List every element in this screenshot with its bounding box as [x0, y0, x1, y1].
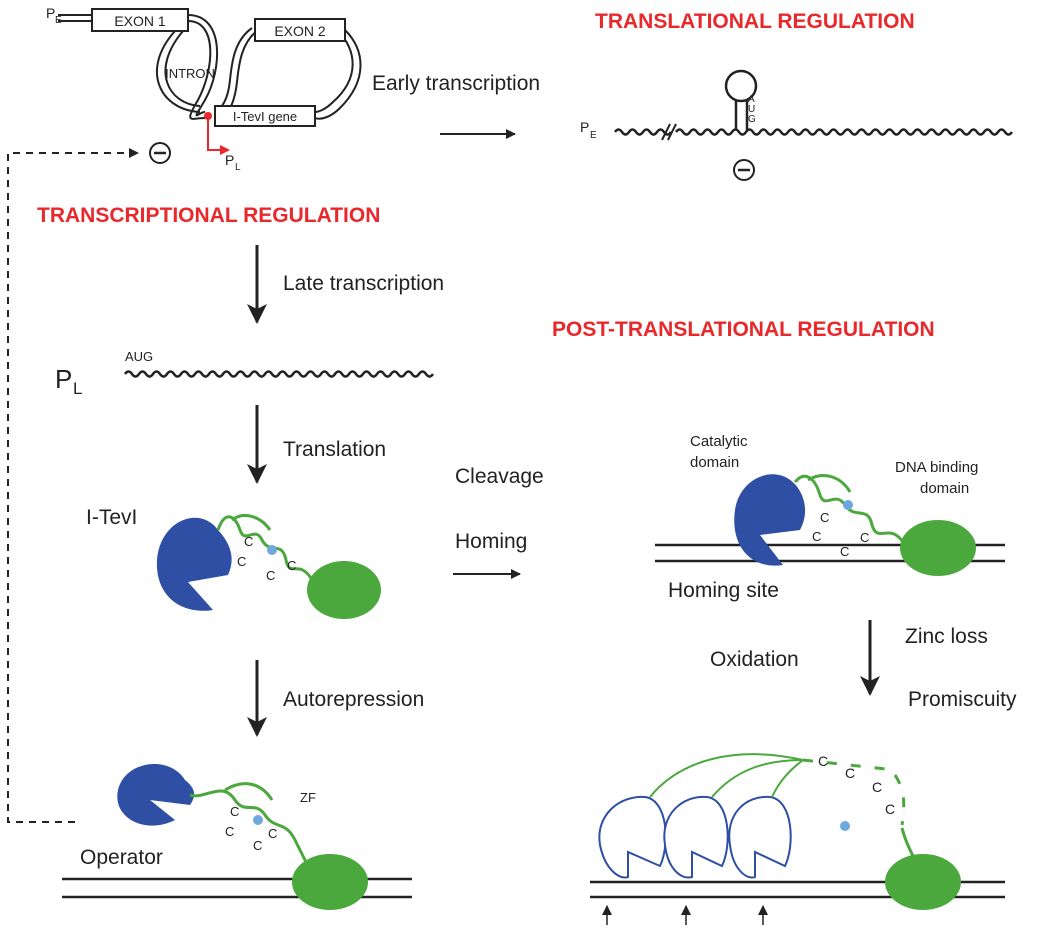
- svg-text:C: C: [872, 779, 882, 795]
- promiscuity-label: Promiscuity: [908, 688, 1017, 711]
- pl-sub: L: [235, 162, 241, 173]
- cleavage-label: Cleavage: [455, 465, 544, 488]
- svg-text:P: P: [580, 119, 589, 135]
- exon1-label: EXON 1: [114, 13, 166, 29]
- pl-mrna-label: P: [55, 364, 72, 394]
- mrna-wave-right: [674, 128, 1014, 136]
- autorepression-label: Autorepression: [283, 688, 424, 711]
- svg-text:C: C: [225, 824, 234, 839]
- early-mrna: P E A U G: [580, 69, 1014, 181]
- svg-text:A: A: [748, 94, 755, 105]
- pe-sub: E: [55, 15, 62, 26]
- itevi-label: I-TevI: [86, 506, 137, 529]
- gene-structure: EXON 1 EXON 2 INTRON I-TevI gene P E P L: [46, 5, 362, 173]
- pl-promoter-dot: [204, 112, 212, 120]
- homing-binding-domain: [900, 520, 976, 576]
- operator-catalytic-domain: [117, 763, 195, 826]
- transcriptional-heading: TRANSCRIPTIONAL REGULATION: [37, 204, 380, 227]
- translational-heading: TRANSLATIONAL REGULATION: [595, 10, 915, 33]
- hairpin-stem: [734, 100, 749, 130]
- svg-text:C: C: [885, 801, 895, 817]
- svg-text:C: C: [253, 838, 262, 853]
- post-translational-heading: POST-TRANSLATIONAL REGULATION: [552, 318, 935, 341]
- catalytic-domain-shape: [156, 517, 232, 611]
- operator-linker: [189, 789, 312, 871]
- svg-text:G: G: [748, 114, 756, 125]
- svg-text:C: C: [268, 826, 277, 841]
- svg-text:C: C: [840, 544, 849, 559]
- promiscuous-binding-domain: [885, 854, 961, 910]
- hairpin-loop: [724, 69, 758, 103]
- translation-label: Translation: [283, 438, 386, 461]
- pl-promoter-arrow: [207, 118, 230, 155]
- itevi-protein: I-TevI C C C C: [86, 506, 381, 619]
- homing-complex: Catalytic domain DNA binding domain C C …: [655, 433, 1005, 602]
- early-transcription-label: Early transcription: [372, 72, 540, 95]
- svg-text:C: C: [230, 804, 239, 819]
- promiscuous-complex: C C C C: [590, 753, 1005, 925]
- operator-complex: Operator C C C C ZF: [62, 763, 412, 910]
- open-catalytic-domain-3: [728, 795, 792, 879]
- homing-label: Homing: [455, 530, 527, 553]
- gene-box: [214, 105, 316, 127]
- zinc-linker: [216, 515, 317, 586]
- svg-text:C: C: [845, 765, 855, 781]
- svg-text:DNA binding: DNA binding: [895, 459, 978, 476]
- svg-text:C: C: [287, 558, 296, 573]
- operator-binding-domain: [292, 854, 368, 910]
- homing-catalytic-domain: [734, 474, 806, 566]
- svg-text:C: C: [860, 530, 869, 545]
- aug-label: AUG: [125, 349, 153, 364]
- svg-text:domain: domain: [690, 454, 739, 471]
- exon2-label: EXON 2: [274, 23, 326, 39]
- exon2-box: [254, 18, 346, 42]
- open-catalytic-domain-2: [663, 795, 729, 879]
- mrna-wave-left: [613, 128, 673, 136]
- svg-text:E: E: [590, 130, 597, 141]
- open-catalytic-domain-1: [598, 795, 667, 879]
- svg-text:C: C: [820, 510, 829, 525]
- zinc-loss-label: Zinc loss: [905, 625, 988, 648]
- pl-label: P: [225, 152, 234, 168]
- exon1-box: [91, 8, 189, 32]
- operator-label: Operator: [80, 846, 163, 869]
- svg-text:C: C: [812, 529, 821, 544]
- svg-text:L: L: [73, 379, 82, 398]
- dna-strand: [58, 14, 362, 120]
- late-mrna-wave: [123, 370, 435, 378]
- zinc-ion: [267, 545, 277, 555]
- dna-binding-domain-shape: [307, 561, 381, 619]
- svg-text:domain: domain: [920, 480, 969, 497]
- homing-site-label: Homing site: [668, 579, 779, 602]
- svg-text:C: C: [818, 753, 828, 769]
- svg-text:U: U: [748, 104, 755, 115]
- late-transcription-label: Late transcription: [283, 272, 444, 295]
- intron-loop: [156, 30, 201, 113]
- svg-text:Catalytic: Catalytic: [690, 433, 748, 450]
- svg-text:C: C: [266, 568, 275, 583]
- svg-text:C: C: [237, 554, 246, 569]
- intron-label: INTRON: [165, 66, 215, 81]
- pe-label: P: [46, 5, 55, 21]
- gene-label: I-TevI gene: [233, 109, 297, 124]
- oxidation-label: Oxidation: [710, 648, 799, 671]
- released-zinc-ion: [840, 821, 850, 831]
- feedback-dashed-arrow: [7, 148, 139, 823]
- svg-text:C: C: [244, 534, 253, 549]
- zf-label: ZF: [300, 790, 316, 805]
